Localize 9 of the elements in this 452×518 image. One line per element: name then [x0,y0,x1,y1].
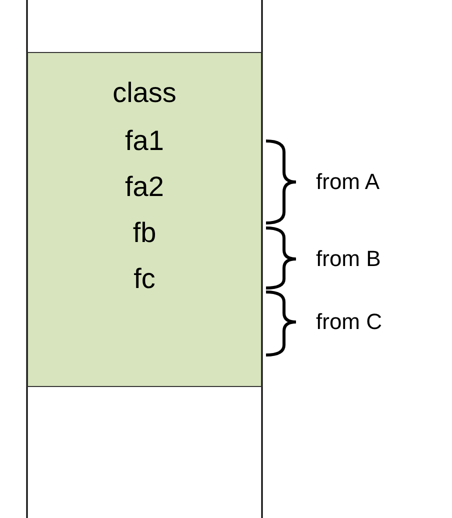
field-name: fa1 [124,125,165,157]
field-name: class [112,77,178,109]
field-name: fb [132,217,158,249]
field-name: fa2 [124,171,165,203]
field-name: fc [132,263,156,295]
bracket-label: from B [316,246,381,272]
bracket-label: from A [316,169,380,195]
memory-block [27,52,262,387]
bracket-label: from C [316,309,382,335]
